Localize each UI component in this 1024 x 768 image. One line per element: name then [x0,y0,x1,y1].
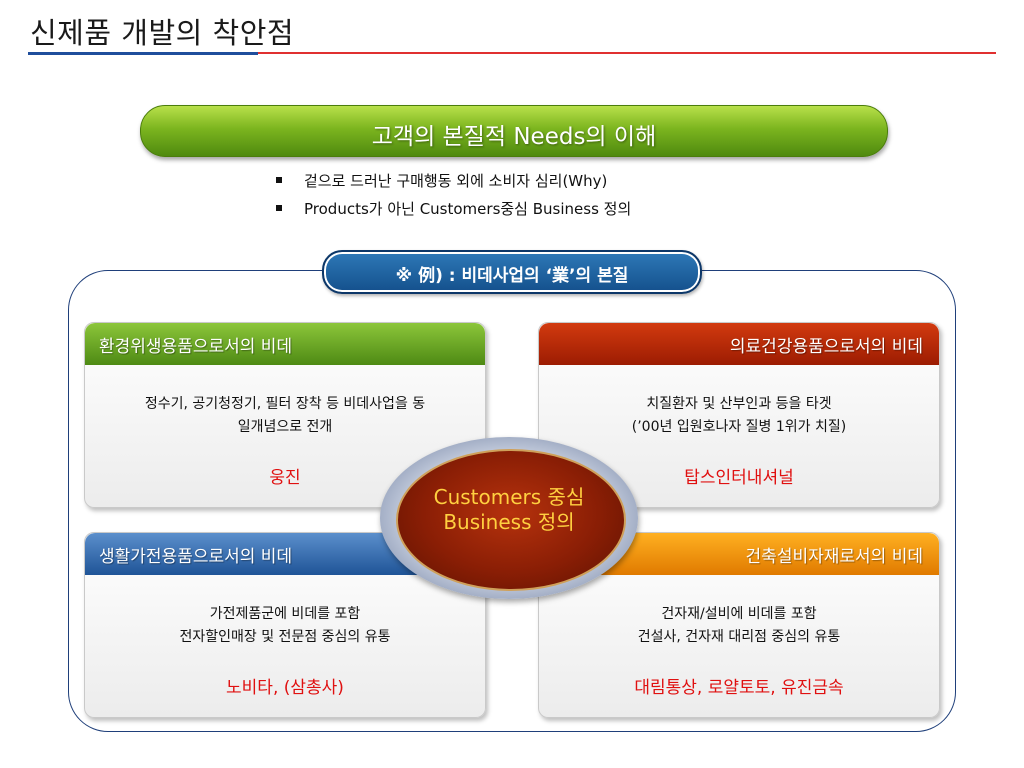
company-name: 노비타, (삼총사) [226,678,344,698]
center-ellipse [396,449,626,591]
panel-description: 정수기, 공기청정기, 필터 장착 등 비데사업을 동 일개념으로 전개 [85,393,485,439]
center-text-line: Customers 중심 [433,485,585,509]
panel-line: 일개념으로 전개 [237,419,333,435]
panel-header: 환경위생용품으로서의 비데 [85,323,485,365]
panel-line: 전자할인매장 및 전문점 중심의 유통 [179,629,391,645]
title-underline-blue [28,52,258,55]
panel-header-text: 건축설비자재로서의 비데 [745,546,923,567]
panel-line: (’00년 입원호나자 질병 1위가 치질) [631,419,847,435]
example-label-pill: ※ 例) : 비데사업의 ‘業’의 본질 [322,250,702,294]
needs-banner-text: 고객의 본질적 Needs의 이해 [371,124,657,150]
panel-medical: 의료건강용품으로서의 비데 치질환자 및 산부인과 등을 타겟 (’00년 입원… [538,322,940,508]
panel-line: 가전제품군에 비데를 포함 [209,606,361,622]
list-item: 겉으로 드러난 구매행동 외에 소비자 심리(Why) [272,166,631,194]
panel-header-text: 의료건강용품으로서의 비데 [729,336,923,357]
company-name: 웅진 [269,468,301,488]
center-text: Customers 중심 Business 정의 [396,485,622,535]
bullet-icon [276,205,282,211]
panel-description: 치질환자 및 산부인과 등을 타겟 (’00년 입원호나자 질병 1위가 치질) [539,393,939,439]
panel-header: 의료건강용품으로서의 비데 [539,323,939,365]
company-name: 대림통상, 로얄토토, 유진금속 [634,678,844,698]
panel-line: 건설사, 건자재 대리점 중심의 유통 [637,629,841,645]
bullet-text: 겉으로 드러난 구매행동 외에 소비자 심리(Why) [304,171,608,190]
needs-banner: 고객의 본질적 Needs의 이해 [140,105,888,157]
panel-line: 건자재/설비에 비데를 포함 [661,606,817,622]
company-name: 탑스인터내셔널 [684,468,794,488]
panel-line: 치질환자 및 산부인과 등을 타겟 [646,396,832,412]
bullet-text: Products가 아닌 Customers중심 Business 정의 [304,199,632,218]
bullet-icon [276,177,282,183]
center-text-line: Business 정의 [443,510,575,534]
panel-line: 정수기, 공기청정기, 필터 장착 등 비데사업을 동 [144,396,426,412]
panel-description: 건자재/설비에 비데를 포함 건설사, 건자재 대리점 중심의 유통 [539,603,939,649]
panel-header-text: 생활가전용품으로서의 비데 [99,546,293,567]
panel-environment: 환경위생용품으로서의 비데 정수기, 공기청정기, 필터 장착 등 비데사업을 … [84,322,486,508]
example-label-text: ※ 例) : 비데사업의 ‘業’의 본질 [395,266,629,286]
bullet-list: 겉으로 드러난 구매행동 외에 소비자 심리(Why) Products가 아닌… [272,166,631,222]
panel-header-text: 환경위생용품으로서의 비데 [99,336,293,357]
list-item: Products가 아닌 Customers중심 Business 정의 [272,194,631,222]
page-title: 신제품 개발의 착안점 [30,16,295,50]
title-underline-red [258,52,996,54]
panel-description: 가전제품군에 비데를 포함 전자할인매장 및 전문점 중심의 유통 [85,603,485,649]
